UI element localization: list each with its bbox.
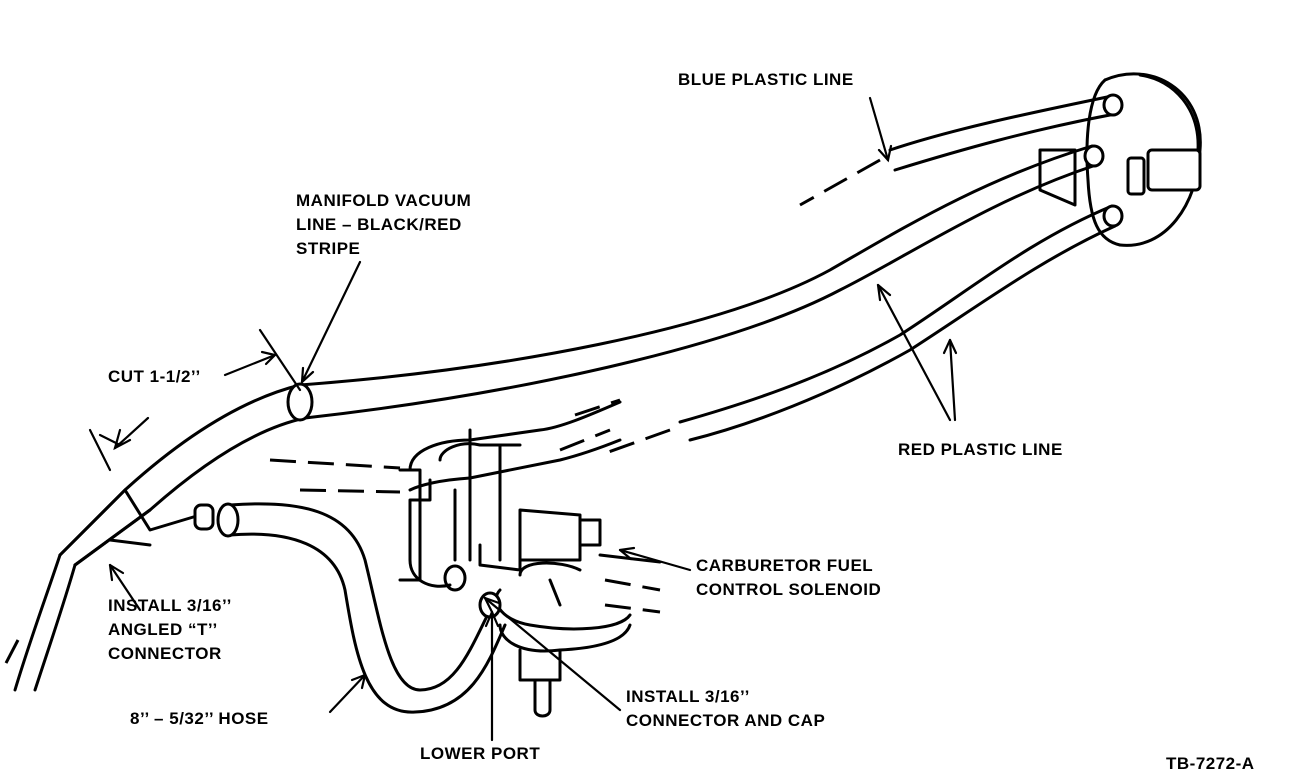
install-connector-cap-label-2: CONNECTOR AND CAP: [626, 711, 826, 730]
install-t-connector-label-2: ANGLED “T’’: [108, 620, 218, 639]
manifold-vacuum-line: [298, 144, 1105, 420]
red-plastic-line-label: RED PLASTIC LINE: [898, 440, 1063, 459]
carburetor-solenoid-label-1: CARBURETOR FUEL: [696, 556, 874, 575]
manifold-line-label-2: LINE – BLACK/RED: [296, 215, 462, 234]
cut-hose-section: [3, 382, 314, 692]
install-t-connector-label-3: CONNECTOR: [108, 644, 222, 663]
carburetor: [398, 428, 632, 718]
manifold-line-label-3: STRIPE: [296, 239, 361, 258]
leader-lines: [88, 96, 958, 742]
carb-hoses: [269, 398, 662, 614]
hose-label: 8’’ – 5/32’’ HOSE: [130, 709, 269, 728]
blue-plastic-line-label: BLUE PLASTIC LINE: [678, 70, 854, 89]
blue-plastic-line: [799, 93, 1124, 207]
manifold-line-label-1: MANIFOLD VACUUM: [296, 191, 472, 210]
install-t-connector-label-1: INSTALL 3/16’’: [108, 596, 232, 615]
cut-length-label: CUT 1-1/2’’: [108, 367, 201, 386]
angled-t-connector: [58, 488, 215, 567]
hose-loop: [216, 502, 507, 714]
figure-id-label: TB-7272-A: [1166, 754, 1255, 773]
red-plastic-line: [599, 204, 1124, 457]
install-connector-cap-label-1: INSTALL 3/16’’: [626, 687, 750, 706]
lower-port-label: LOWER PORT: [420, 744, 541, 763]
carburetor-solenoid-label-2: CONTROL SOLENOID: [696, 580, 882, 599]
